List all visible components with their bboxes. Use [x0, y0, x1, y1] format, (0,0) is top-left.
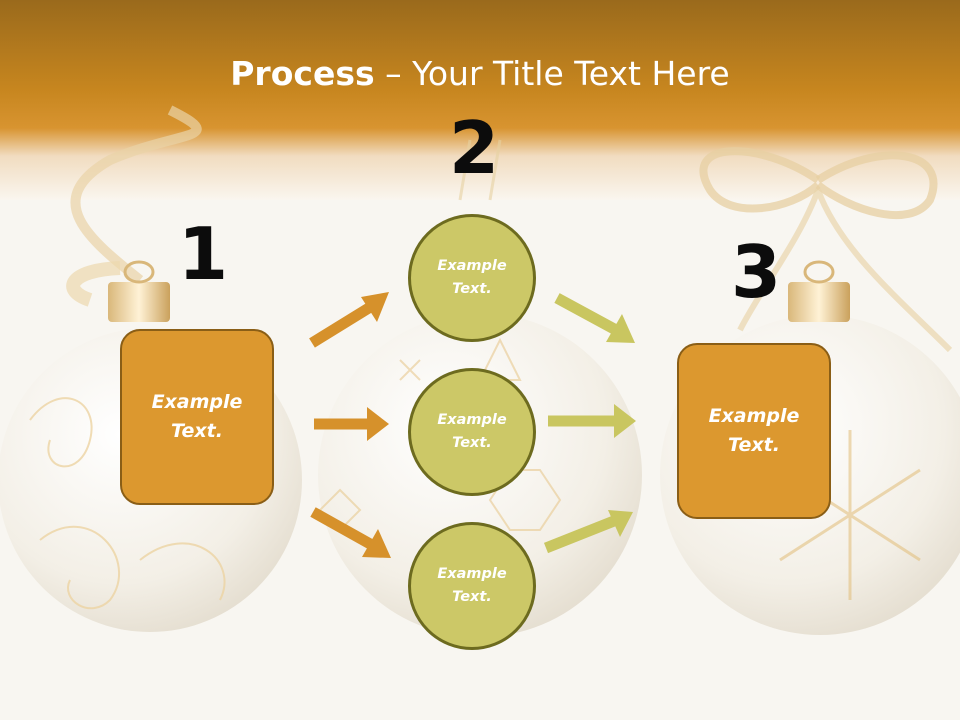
step-2-item-2-label: Example Text. [437, 412, 507, 451]
step-1-box: Example Text. [120, 329, 274, 505]
arrow-1-to-2-middle [314, 407, 389, 441]
arrow-2-to-3-bottom [543, 510, 633, 554]
step-number-3: 3 [731, 230, 782, 314]
arrow-2-to-3-top [554, 293, 635, 343]
step-1-label: Example Text. [151, 391, 243, 442]
page-title: Process – Your Title Text Here [0, 54, 960, 93]
step-number-1: 1 [178, 212, 229, 296]
arrow-1-to-2-top [309, 292, 389, 348]
arrow-1-to-2-bottom [310, 507, 391, 558]
title-rest: – Your Title Text Here [374, 54, 730, 93]
step-3-box: Example Text. [677, 343, 831, 519]
arrow-2-to-3-middle [548, 404, 636, 438]
step-2-item-1-label: Example Text. [437, 258, 507, 297]
step-2-item-3-label: Example Text. [437, 566, 507, 605]
title-bold: Process [230, 54, 375, 93]
step-2-circle-top: Example Text. [408, 214, 536, 342]
step-3-label: Example Text. [708, 405, 800, 456]
step-number-2: 2 [449, 106, 500, 190]
step-2-circle-bottom: Example Text. [408, 522, 536, 650]
step-2-circle-middle: Example Text. [408, 368, 536, 496]
